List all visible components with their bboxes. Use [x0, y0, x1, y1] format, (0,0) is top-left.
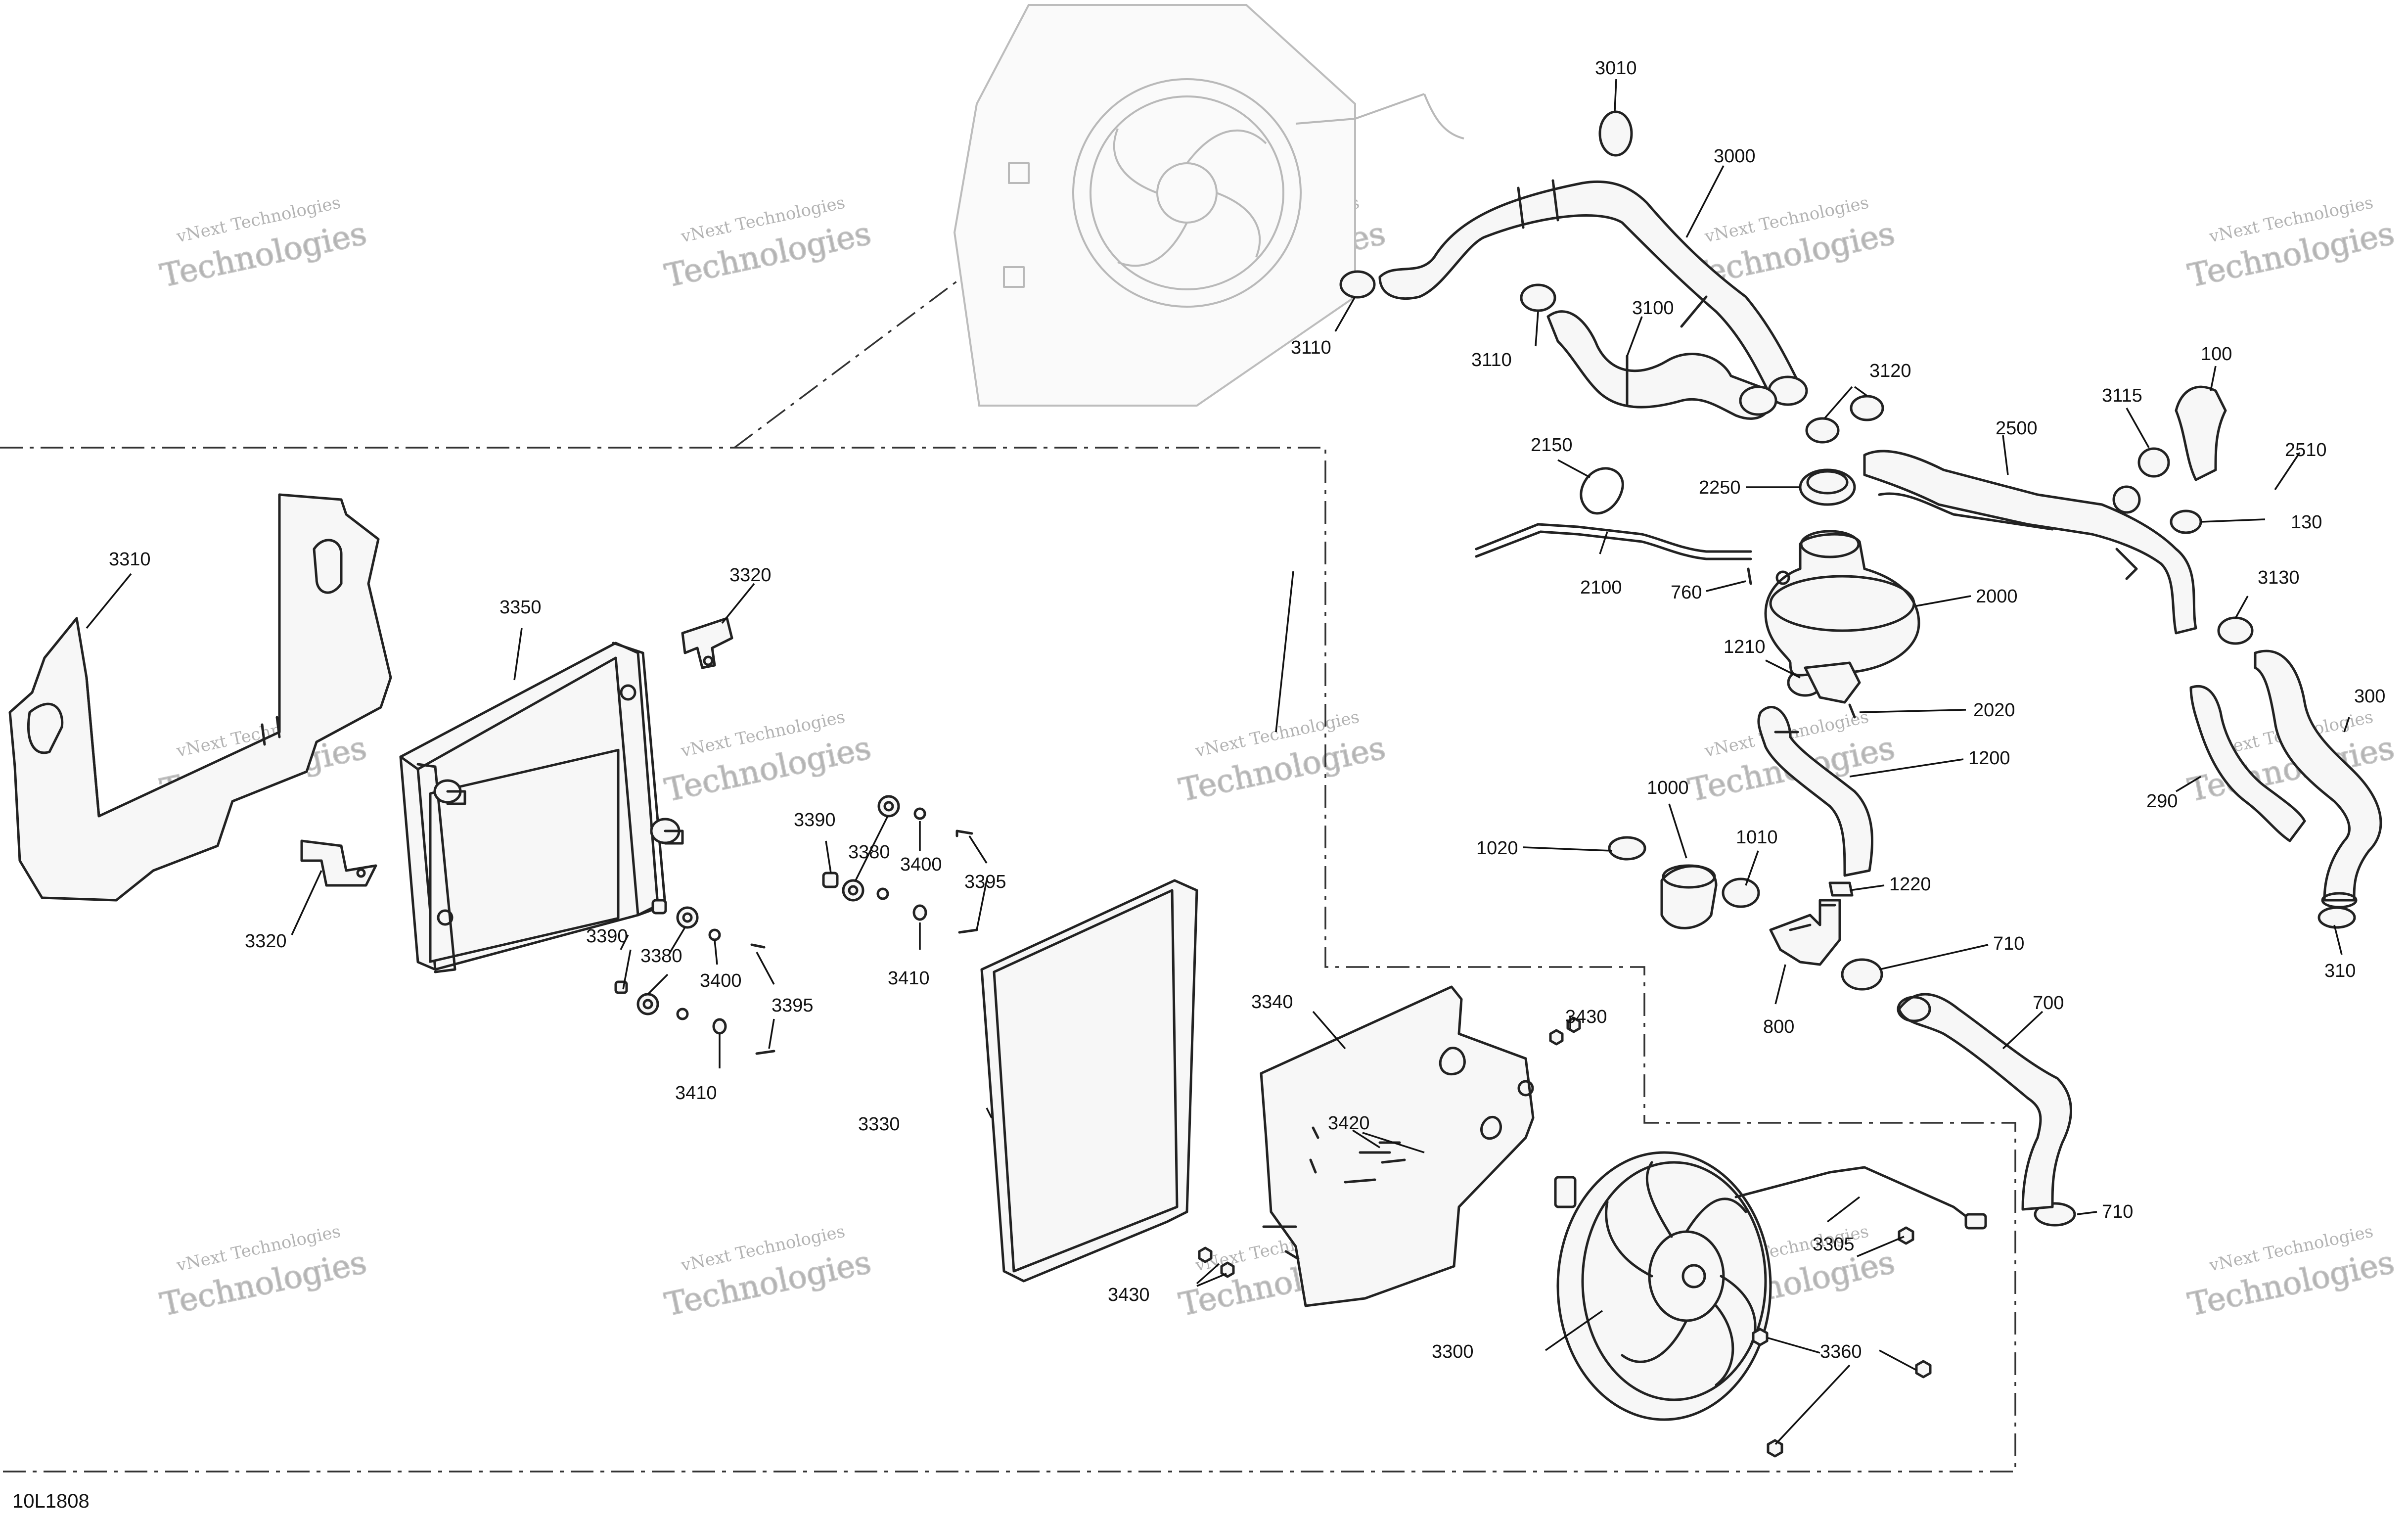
callout-3390: 3390 — [586, 926, 628, 947]
callout-1220: 1220 — [1889, 874, 1931, 895]
callout-3310: 3310 — [109, 549, 151, 570]
callout-3430: 3430 — [1565, 1007, 1607, 1027]
part-700-lower-hose — [1897, 993, 2072, 1211]
callout-1200: 1200 — [1968, 748, 2010, 769]
callout-labels: 3010 3000 3110 3110 3100 3120 100 3115 2… — [109, 58, 2385, 1362]
part-800-elbow-fitting — [1769, 899, 1841, 966]
part-1220-fitting — [1828, 881, 1854, 897]
callout-3350: 3350 — [500, 597, 542, 618]
hardware-group-lower — [614, 899, 775, 1055]
callout-2250: 2250 — [1699, 477, 1741, 498]
callout-3010: 3010 — [1595, 58, 1637, 79]
assembly-reference-line — [733, 264, 980, 449]
part-3100-hose — [1546, 310, 1777, 420]
assembly-boundary-line — [0, 447, 2016, 1473]
callout-3380: 3380 — [640, 946, 682, 967]
part-3300-electric-fan — [1554, 1151, 1987, 1421]
part-2150-clip — [1580, 467, 1624, 515]
fastener-nuts — [1198, 1016, 1932, 1458]
part-3350-radiator — [399, 642, 684, 973]
callout-290: 290 — [2146, 791, 2178, 812]
part-290-hose — [2189, 685, 2306, 842]
callout-300: 300 — [2354, 686, 2385, 707]
part-3340-shroud-plate — [1260, 985, 1535, 1307]
part-2250-cap — [1799, 468, 1856, 506]
callout-3130: 3130 — [2258, 567, 2300, 588]
callout-1210: 1210 — [1724, 637, 1766, 657]
part-3000-upper-hose — [1378, 179, 1808, 406]
callout-3410: 3410 — [675, 1083, 717, 1104]
callout-1000: 1000 — [1647, 778, 1689, 798]
callout-3100: 3100 — [1632, 298, 1674, 319]
callout-100: 100 — [2201, 344, 2232, 365]
part-760-hose-end — [1747, 567, 1752, 585]
part-2000-coolant-reservoir — [1764, 530, 1920, 704]
part-100-hose — [2175, 385, 2227, 481]
part-3330-seal-frame — [980, 879, 1198, 1283]
part-3310-side-shroud — [8, 493, 392, 902]
part-2500-coolant-pipe — [1863, 450, 2197, 635]
callout-3395: 3395 — [964, 872, 1006, 892]
callout-2500: 2500 — [1996, 418, 2038, 439]
callout-700: 700 — [2033, 993, 2064, 1013]
callout-760: 760 — [1671, 582, 1702, 603]
hardware-group-upper — [822, 795, 978, 934]
callout-3395: 3395 — [772, 995, 814, 1016]
ghost-fan-assembly — [953, 4, 1464, 407]
callout-3320: 3320 — [729, 565, 772, 586]
callout-3320: 3320 — [245, 931, 287, 952]
callout-3420: 3420 — [1328, 1113, 1370, 1134]
callout-3410: 3410 — [888, 968, 930, 989]
callout-3110: 3110 — [1291, 337, 1331, 358]
part-300-hose — [2254, 649, 2382, 909]
part-1200-hose — [1757, 706, 1874, 877]
callout-710: 710 — [2102, 1201, 2133, 1222]
diagram-code: 10L1808 — [12, 1490, 90, 1512]
callout-3115: 3115 — [2102, 385, 2142, 406]
callout-3390: 3390 — [794, 810, 836, 830]
part-3320-bracket-top — [681, 617, 733, 669]
callout-3000: 3000 — [1714, 146, 1756, 167]
callout-3360: 3360 — [1820, 1341, 1862, 1362]
callout-130: 130 — [2291, 512, 2322, 533]
part-3320-bracket-bottom — [300, 839, 377, 887]
callout-1010: 1010 — [1736, 827, 1778, 848]
callout-2150: 2150 — [1531, 435, 1573, 456]
callout-2100: 2100 — [1580, 577, 1622, 598]
callout-3120: 3120 — [1869, 361, 1911, 381]
leader-lines — [86, 79, 2350, 1445]
part-1000-sleeve — [1660, 864, 1718, 929]
part-2020-screw — [1848, 703, 1856, 719]
callout-3380: 3380 — [848, 842, 890, 863]
callout-3340: 3340 — [1251, 992, 1293, 1013]
callout-710: 710 — [1993, 933, 2024, 954]
callout-3110: 3110 — [1471, 350, 1512, 370]
callout-2000: 2000 — [1976, 586, 2018, 607]
callout-1020: 1020 — [1476, 838, 1518, 859]
callout-3400: 3400 — [700, 970, 742, 991]
callout-3430: 3430 — [1108, 1285, 1150, 1305]
callout-2020: 2020 — [1973, 700, 2015, 721]
callout-3330: 3330 — [858, 1114, 900, 1135]
callout-800: 800 — [1763, 1016, 1794, 1037]
part-2100-overflow-hose — [1475, 523, 1752, 560]
callout-2510: 2510 — [2285, 440, 2327, 461]
callout-310: 310 — [2324, 961, 2356, 981]
callout-3305: 3305 — [1813, 1234, 1855, 1255]
callout-3300: 3300 — [1432, 1341, 1474, 1362]
callout-3400: 3400 — [900, 854, 942, 875]
